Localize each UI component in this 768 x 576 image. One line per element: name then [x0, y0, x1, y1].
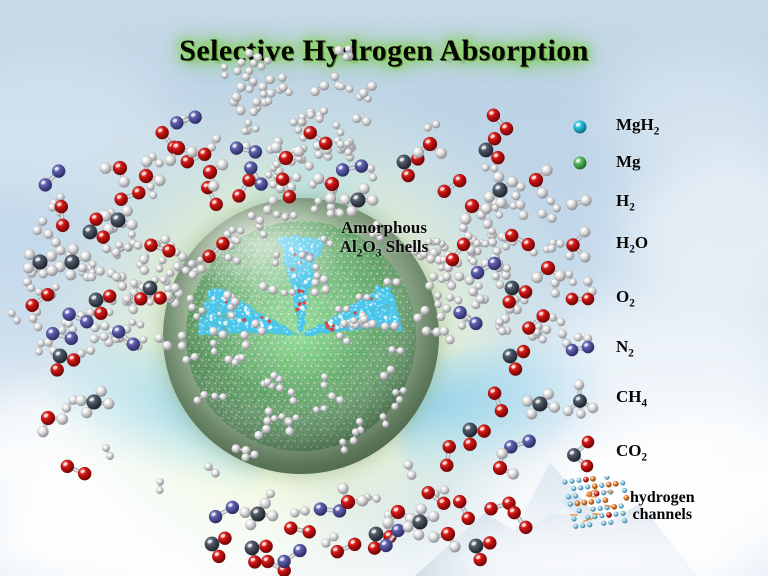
legend-item-mg: Mg	[560, 140, 641, 184]
legend-label-mgh2: MgH2	[616, 114, 660, 138]
legend-item-mgh2: MgH2	[560, 104, 659, 148]
legend-item-o2: O2	[560, 276, 635, 320]
legend-label-mg: Mg	[616, 152, 641, 171]
legend-item-h2: H2	[560, 180, 635, 224]
caption-line-1: Amorphous	[341, 218, 427, 237]
diatomic-red-icon	[560, 276, 616, 320]
water-icon	[560, 222, 616, 266]
legend-label-co2: CO2	[616, 440, 648, 464]
particle-caption: Amorphous Al2O3 Shells	[0, 218, 768, 260]
legend-label-n2: N2	[616, 336, 634, 360]
single-sphere-icon	[560, 140, 616, 184]
methane-icon	[560, 376, 616, 420]
legend-item-co2: CO2	[560, 430, 647, 474]
legend-item-ch4: CH4	[560, 376, 647, 420]
diatomic-white-icon	[560, 180, 616, 224]
legend-label-o2: O2	[616, 286, 635, 310]
single-sphere-icon	[560, 104, 616, 148]
legend-label-h2: H2	[616, 190, 635, 214]
legend-item-h2o: H2O	[560, 222, 648, 266]
legend-label-ch4: CH4	[616, 386, 648, 410]
carbon-dioxide-icon	[560, 430, 616, 474]
diatomic-purple-icon	[560, 326, 616, 370]
legend-label-h2o: H2O	[616, 232, 649, 256]
legend-item-n2: N2	[560, 326, 634, 370]
channel-lattice-icon	[560, 474, 630, 538]
caption-line-2: Al2O3 Shells	[339, 237, 429, 260]
